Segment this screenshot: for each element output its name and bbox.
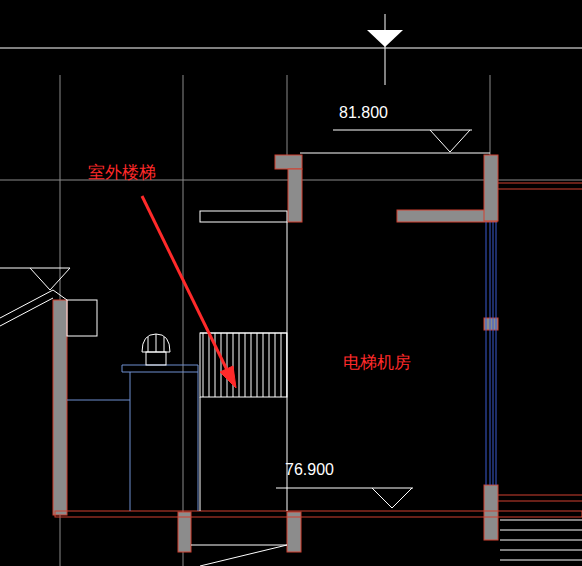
outdoor-stair xyxy=(200,211,287,511)
lower-stair xyxy=(191,520,582,566)
elevation-symbol xyxy=(367,14,403,85)
callout-label: 室外楼梯 xyxy=(88,164,156,181)
window xyxy=(486,222,496,485)
leader-arrow xyxy=(142,196,236,388)
ventilator xyxy=(142,334,170,365)
roof-line xyxy=(300,153,490,154)
pitched-roof xyxy=(0,268,97,336)
room-name: 电梯机房 xyxy=(343,354,411,371)
wall-section xyxy=(53,155,498,552)
roof-box xyxy=(67,365,198,511)
slab-edge xyxy=(55,183,582,517)
level-mark xyxy=(276,130,472,508)
grid-lines xyxy=(0,75,582,566)
level-value: 81.800 xyxy=(339,105,388,121)
top-line xyxy=(0,48,582,49)
level-value: 76.900 xyxy=(285,462,334,478)
